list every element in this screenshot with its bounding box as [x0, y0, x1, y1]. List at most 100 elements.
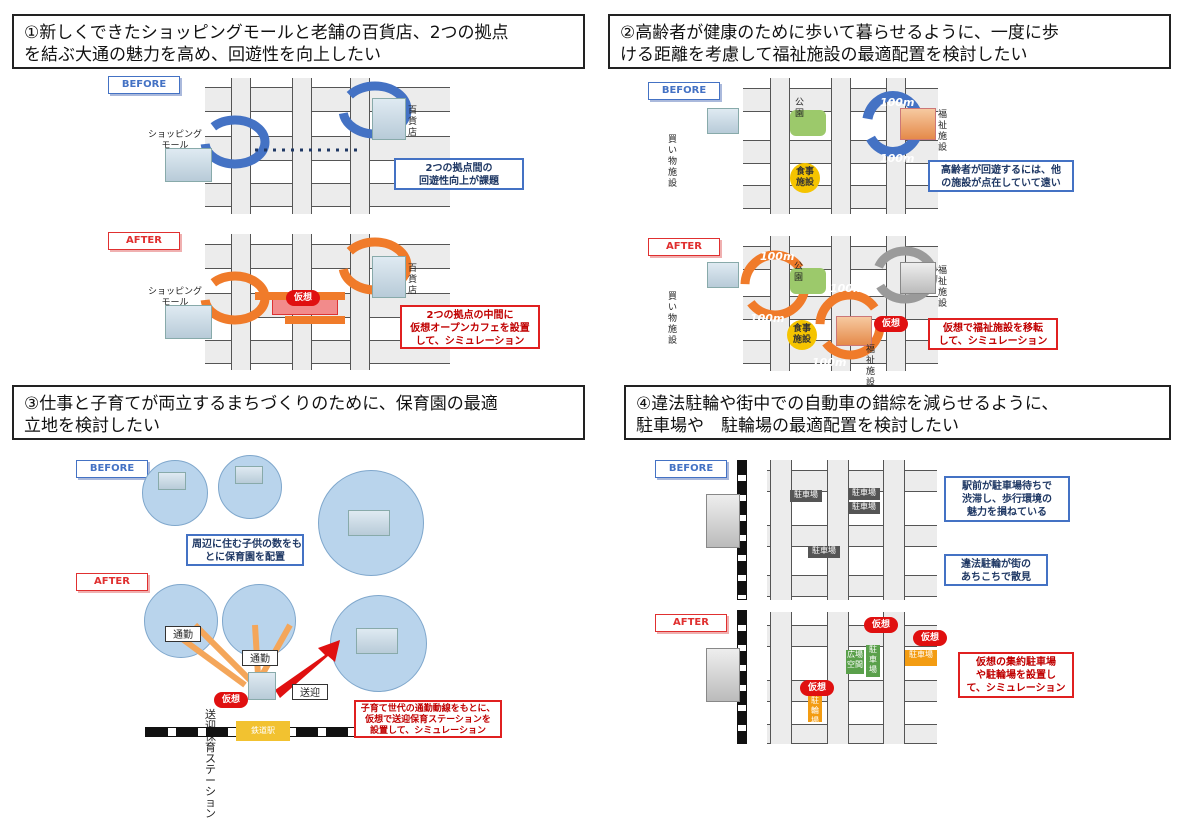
virtual-pill: 仮想 — [864, 617, 898, 633]
bike-parking-icon: 駐車場 — [866, 645, 880, 677]
commute-label: 通勤 — [242, 650, 278, 666]
after-tag: AFTER — [108, 232, 180, 250]
station-label: 送迎保育ステーション — [205, 708, 216, 820]
road — [231, 234, 251, 370]
loop-arrow — [200, 115, 270, 169]
after-callout: 仮想の集約駐車場 や駐輪場を設置し て、シミュレーション — [958, 652, 1074, 698]
department-store-label: 百貨店 — [408, 264, 418, 296]
shopping-mall-icon — [165, 148, 212, 182]
welfare-label: 福祉施設 — [938, 110, 948, 153]
welfare-facility-icon — [900, 108, 936, 140]
road — [350, 234, 370, 370]
nursery-icon — [158, 472, 186, 490]
bike-parking-icon: 駐輪場 — [808, 696, 822, 725]
road — [350, 78, 370, 214]
after-callout: 仮想で福祉施設を移転 して、シミュレーション — [928, 318, 1058, 350]
virtual-pill: 仮想 — [874, 316, 908, 332]
distance-label: 100m — [880, 96, 915, 109]
road — [231, 78, 251, 214]
parking-lot-icon: 駐車場 — [790, 490, 822, 502]
after-callout: 2つの拠点の中間に 仮想オープンカフェを設置 して、シミュレーション — [400, 305, 540, 349]
road — [767, 575, 937, 597]
mall-label: ショッピング モール — [148, 287, 203, 308]
panel-4-header: ④違法駐輪や街中での自動車の錯綜を減らせるように、 駐車場や 駐輪場の最適配置を… — [624, 385, 1171, 440]
shop-label: 買い物施設 — [668, 292, 678, 346]
before-callout-bikes: 違法駐輪が街の あちこちで散見 — [944, 554, 1048, 586]
department-store-icon — [372, 98, 406, 140]
road — [770, 78, 790, 214]
virtual-pill: 仮想 — [800, 680, 834, 696]
road — [767, 525, 937, 547]
panel-2-header: ②高齢者が健康のために歩いて暮らせるように、一度に歩 ける距離を考慮して福祉施設… — [608, 14, 1171, 69]
road — [770, 236, 790, 371]
distance-label: 100m — [750, 312, 785, 325]
department-store-icon — [372, 256, 406, 298]
before-callout: 高齢者が回遊するには、他 の施設が点在していて遠い — [928, 160, 1074, 192]
panel-1-header: ①新しくできたショッピングモールと老舗の百貨店、2つの拠点 を結ぶ大通の魅力を高… — [12, 14, 585, 69]
before-callout-congestion: 駅前が駐車場待ちで 渋滞し、歩行環境の 魅力を損ねている — [944, 476, 1070, 522]
before-tag: BEFORE — [648, 82, 720, 100]
distance-label: 100m — [760, 250, 795, 263]
shopping-facility-icon — [707, 262, 739, 288]
park-icon — [790, 268, 826, 294]
pickup-arrow — [275, 640, 340, 698]
residential-area — [144, 584, 218, 658]
virtual-pill: 仮想 — [913, 630, 947, 646]
before-tag: BEFORE — [108, 76, 180, 94]
food-facility-icon: 食事 施設 — [787, 320, 817, 350]
before-callout: 2つの拠点間の 回遊性向上が課題 — [394, 158, 524, 190]
park-icon — [790, 110, 826, 136]
after-tag: AFTER — [655, 614, 727, 632]
virtual-pill: 仮想 — [286, 290, 320, 306]
after-tag: AFTER — [76, 573, 148, 591]
road — [767, 680, 937, 702]
rail-station-icon: 鉄道駅 — [236, 721, 290, 741]
welfare-label: 福祉施設 — [938, 266, 948, 309]
park-label: 公園 — [794, 262, 804, 283]
catchment-area — [142, 460, 208, 526]
station-building-icon — [706, 648, 740, 702]
pickup-label: 送迎 — [292, 684, 328, 700]
plaza-icon: 広場 空間 — [846, 650, 864, 674]
before-callout: 周辺に住む子供の数をも とに保育園を配置 — [186, 534, 304, 566]
shopping-facility-icon — [707, 108, 739, 134]
road — [883, 612, 905, 744]
road — [767, 625, 937, 647]
after-callout: 子育て世代の通勤動線をもとに、 仮想で送迎保育ステーションを 設置して、シミュレ… — [354, 700, 502, 738]
road — [292, 78, 312, 214]
road — [831, 78, 851, 214]
food-facility-icon: 食事 施設 — [790, 163, 820, 193]
park-label: 公園 — [795, 98, 805, 119]
nursery-icon — [356, 628, 398, 654]
distance-label: 100m — [880, 152, 915, 165]
road — [883, 460, 905, 600]
mall-label: ショッピング モール — [148, 130, 203, 151]
pickup-station-icon — [248, 672, 276, 700]
distance-label: 100m — [812, 356, 847, 369]
parking-lot-icon: 駐車場 — [848, 502, 880, 514]
catchment-area — [218, 455, 282, 519]
shopping-mall-icon — [165, 305, 212, 339]
panel-3-header: ③仕事と子育てが両立するまちづくりのために、保育園の最適 立地を検討したい — [12, 385, 585, 440]
parking-lot-icon: 駐車場 — [848, 488, 880, 500]
new-welfare-facility-icon — [836, 316, 872, 346]
commute-arrow — [192, 622, 253, 683]
road — [827, 460, 849, 600]
welfare-label: 福祉施設 — [866, 345, 876, 388]
virtual-pill: 仮想 — [214, 692, 248, 708]
distance-label: 100m — [830, 282, 865, 295]
shop-label: 買い物施設 — [668, 135, 678, 189]
road — [770, 460, 792, 600]
nursery-icon — [235, 466, 263, 484]
parking-lot-icon: 駐車場 — [808, 546, 840, 558]
before-tag: BEFORE — [655, 460, 727, 478]
road — [827, 612, 849, 744]
consolidated-parking-icon: 駐車場 — [905, 650, 937, 666]
road — [770, 612, 792, 744]
department-store-label: 百貨店 — [408, 106, 418, 138]
after-tag: AFTER — [648, 238, 720, 256]
old-welfare-facility-icon — [900, 262, 936, 294]
road — [767, 724, 937, 744]
nursery-icon — [348, 510, 390, 536]
before-tag: BEFORE — [76, 460, 148, 478]
